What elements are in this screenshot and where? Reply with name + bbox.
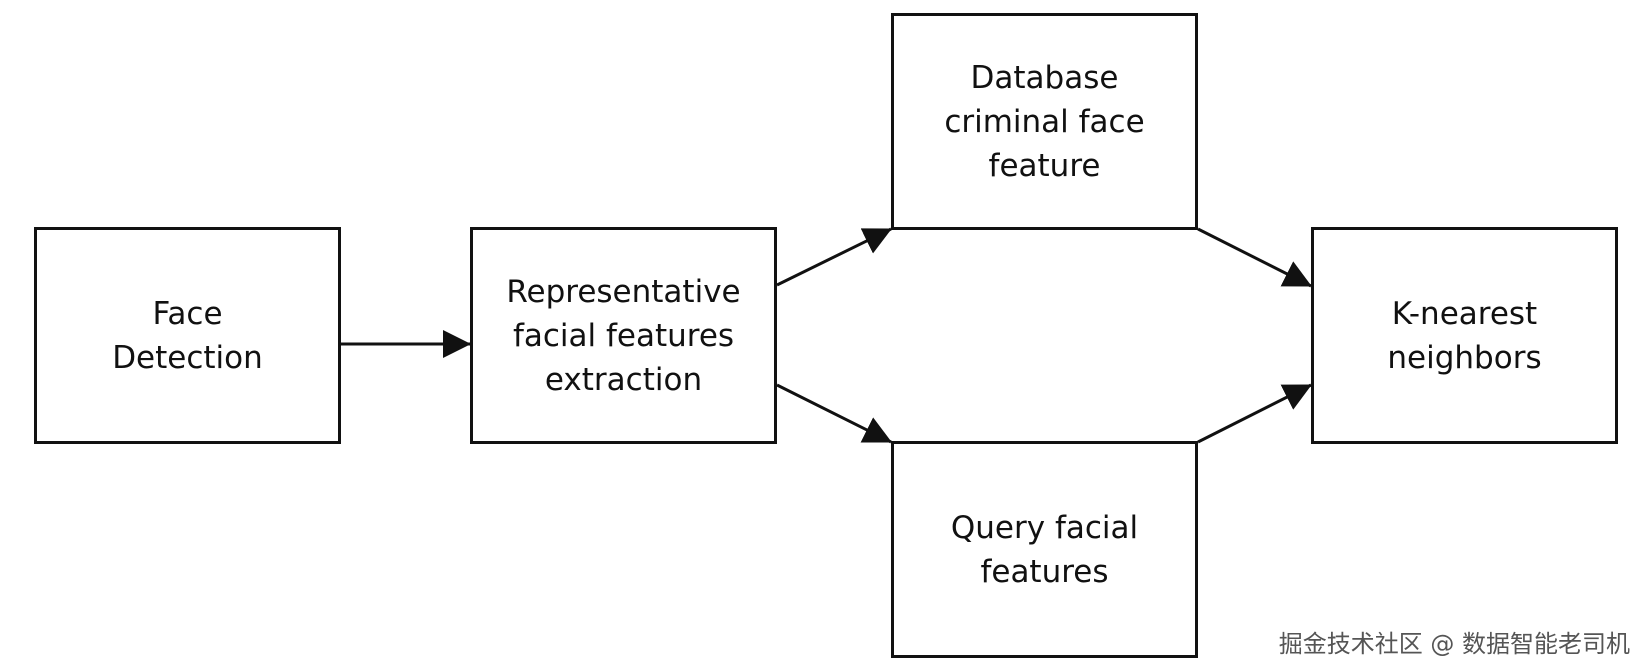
- node-query-facial-features: Query facial features: [891, 441, 1198, 658]
- edge-rep-to-query: [776, 383, 892, 444]
- node-representative-features: Representative facial features extractio…: [470, 227, 777, 444]
- node-face-detection: Face Detection: [34, 227, 341, 444]
- node-database-criminal-face: Database criminal face feature: [891, 13, 1198, 230]
- node-k-nearest-neighbors-label: K-nearest neighbors: [1387, 295, 1542, 376]
- edge-query-to-knn: [1197, 383, 1312, 444]
- node-face-detection-label: Face Detection: [112, 295, 263, 376]
- edge-rep-to-db: [776, 227, 892, 287]
- watermark: 掘金技术社区 @ 数据智能老司机: [1278, 630, 1630, 658]
- node-query-facial-features-label: Query facial features: [950, 509, 1139, 590]
- node-k-nearest-neighbors: K-nearest neighbors: [1311, 227, 1618, 444]
- node-representative-features-label: Representative facial features extractio…: [506, 273, 741, 398]
- edge-db-to-knn: [1197, 227, 1312, 288]
- node-database-criminal-face-label: Database criminal face feature: [944, 59, 1145, 184]
